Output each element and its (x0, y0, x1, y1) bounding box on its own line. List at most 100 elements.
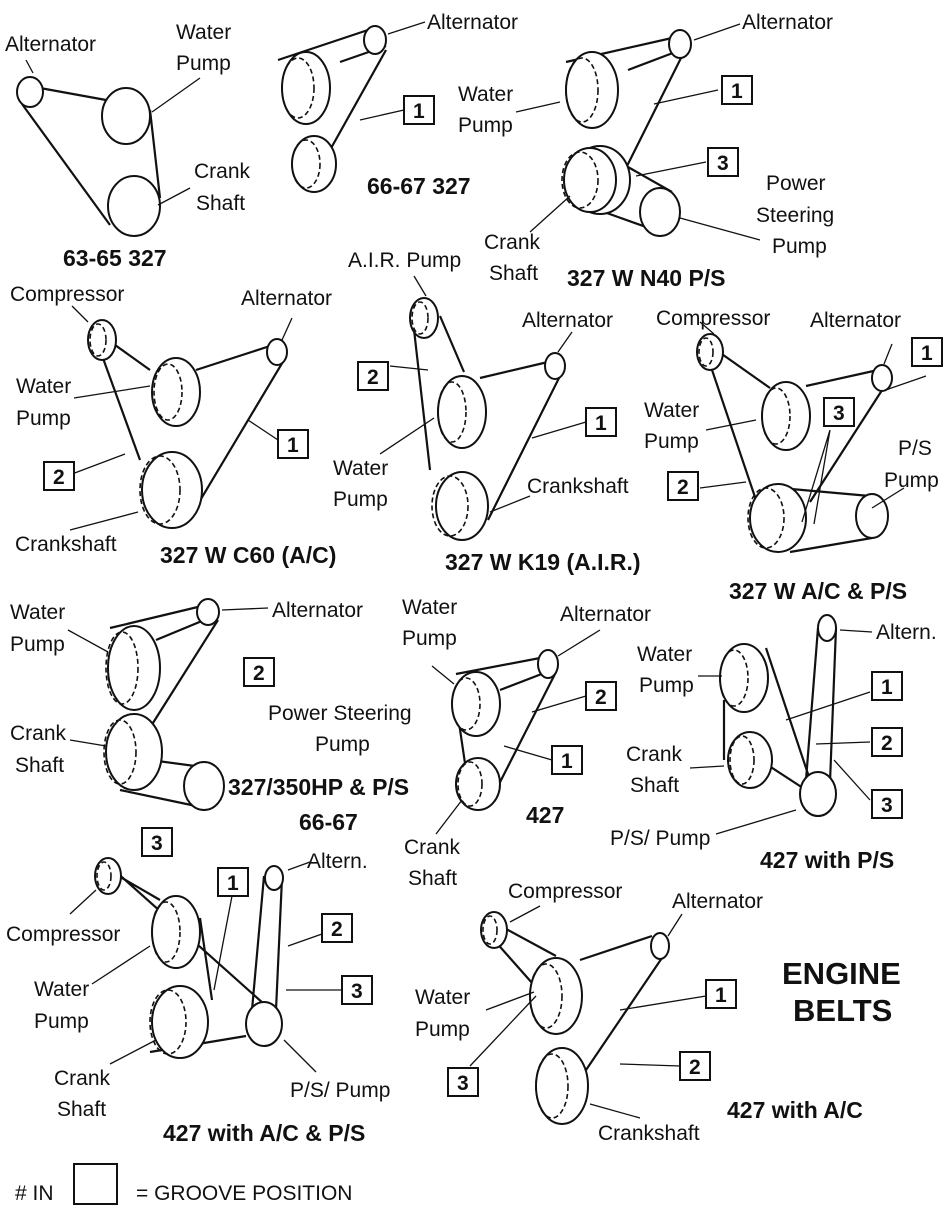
belt (455, 656, 557, 791)
pulley-groove (105, 631, 139, 705)
crank-shaft-label: Crank (626, 743, 683, 766)
crankshaft-pulley (727, 731, 773, 789)
pulley-groove (457, 761, 483, 807)
water-pump-pulley (101, 87, 151, 145)
diagram-caption: 327 W K19 (A.I.R.) (445, 549, 641, 575)
pulley-groove (437, 381, 467, 443)
ps-pump-label: Pump (315, 733, 370, 756)
diagram-427-with-ac: Compressor Alternator Water Pump Cranksh… (415, 880, 863, 1145)
groove-number-box (679, 1051, 711, 1081)
pulley-groove (151, 901, 181, 963)
legend-suffix: = GROOVE POSITION (136, 1182, 352, 1205)
alternator-label: Alternator (5, 33, 96, 56)
groove-number-box (585, 407, 617, 437)
ps-pump-label: Pump (884, 469, 939, 492)
crank-shaft-label: Crank (10, 722, 67, 745)
water-pump-label: Pump (644, 430, 699, 453)
water-pump-label: Water (415, 986, 470, 1009)
alternator-label: Alternator (742, 11, 833, 34)
groove-number: 1 (287, 434, 299, 457)
leader-lines (69, 305, 293, 531)
groove-number: 2 (53, 466, 65, 489)
leader-lines (25, 59, 201, 206)
groove-number-box (447, 1067, 479, 1097)
alternator-label: Alternator (672, 890, 763, 913)
crank-shaft-label: Shaft (630, 774, 679, 797)
pulley-groove (565, 57, 599, 123)
groove-number-box (403, 95, 435, 125)
crank-shaft-label: Shaft (196, 192, 245, 215)
crank-shaft-label: Crank (404, 836, 461, 859)
alternator-label: Alternator (560, 603, 651, 626)
crank-shaft-label: Shaft (15, 754, 64, 777)
alternator-label: Alternator (522, 309, 613, 332)
leader-lines (689, 629, 873, 835)
diagram-caption: 327/350HP & P/S (228, 774, 409, 800)
leader-lines (359, 21, 426, 121)
groove-number: 3 (151, 832, 163, 855)
legend: # IN = GROOVE POSITION (15, 1163, 352, 1205)
water-pump-label: Pump (10, 633, 65, 656)
ps-pump-label: Power Steering (268, 702, 412, 725)
alternator-pulley (196, 598, 220, 626)
ps-pump-pulley (183, 761, 225, 811)
air-pump-pulley (409, 297, 439, 339)
groove-number: 1 (715, 984, 727, 1007)
alternator-label: Alternator (272, 599, 363, 622)
crankshaft-pulley (455, 757, 501, 811)
belt (485, 917, 667, 1071)
water-pump-label: Pump (16, 407, 71, 430)
ps-pump-label: Power (766, 172, 826, 195)
pulley-groove (291, 139, 321, 189)
compressor-label: Compressor (10, 283, 124, 306)
groove-number-box (823, 397, 855, 427)
water-pump-label: Pump (415, 1018, 470, 1041)
groove-number: 1 (595, 412, 607, 435)
compressor-label: Compressor (6, 923, 120, 946)
page-title: BELTS (793, 993, 892, 1028)
crank-shaft-label: Shaft (408, 867, 457, 890)
compressor-label: Compressor (508, 880, 622, 903)
page-title: ENGINE (782, 956, 901, 991)
alternator-label: Alternator (241, 287, 332, 310)
groove-number-box (141, 827, 173, 857)
groove-number-box (341, 975, 373, 1005)
water-pump-label: Pump (333, 488, 388, 511)
diagram-427-with-ac-ps: Compressor Altern. Water Pump Crank Shaf… (6, 827, 390, 1146)
pulley-groove (431, 475, 469, 537)
water-pump-pulley (565, 51, 619, 129)
pulley-groove (96, 861, 112, 891)
groove-number-box (871, 727, 903, 757)
legend-box (73, 1163, 118, 1205)
groove-number: 2 (331, 918, 343, 941)
pulley-groove (103, 719, 137, 785)
water-pump-label: Water (644, 399, 699, 422)
ps-pump-pulley (639, 187, 681, 237)
water-pump-label: Water (402, 596, 457, 619)
groove-number: 3 (833, 402, 845, 425)
alternator-pulley (363, 25, 387, 55)
water-pump-label: Pump (458, 114, 513, 137)
pulley-groove (729, 735, 755, 785)
groove-number: 2 (367, 366, 379, 389)
water-pump-pulley (107, 625, 161, 711)
groove-number-box (721, 75, 753, 105)
groove-number: 2 (881, 732, 893, 755)
groove-number-box (871, 671, 903, 701)
crankshaft-label: Crankshaft (15, 533, 117, 556)
water-pump-label: Water (16, 375, 71, 398)
groove-number-box (667, 471, 699, 501)
diagram-327-w-k19-air: A.I.R. Pump Alternator Water Pump Cranks… (333, 249, 641, 575)
ps-pump-label: P/S/ Pump (290, 1079, 390, 1102)
alternator-label: Alternator (427, 11, 518, 34)
groove-number: 3 (457, 1072, 469, 1095)
alternator-pulley (544, 352, 566, 380)
water-pump-label: Water (10, 601, 65, 624)
legend-prefix: # IN (15, 1182, 54, 1205)
water-pump-label: Pump (176, 52, 231, 75)
ps-pump-pulley (799, 771, 837, 817)
groove-number-box (911, 337, 943, 367)
groove-number-box (705, 979, 737, 1009)
groove-number: 3 (351, 980, 363, 1003)
crank-shaft-label: Crank (194, 160, 251, 183)
